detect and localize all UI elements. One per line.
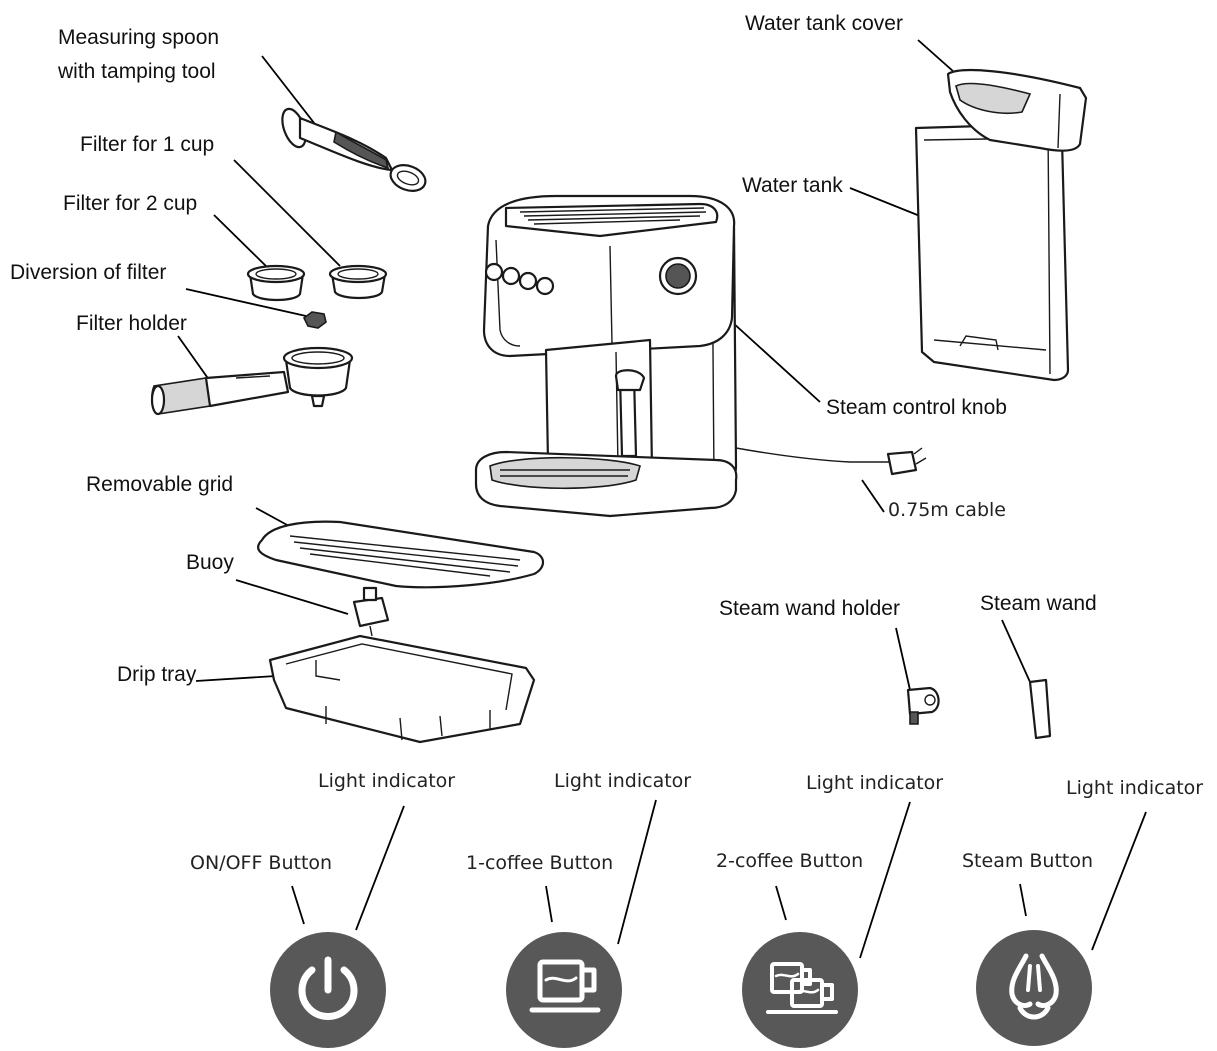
onoff-button-label: ON/OFF Button [190, 852, 332, 874]
double-cup-icon [766, 962, 838, 1014]
label-filter-2-cup: Filter for 2 cup [63, 192, 197, 215]
steam-button-label: Steam Button [962, 850, 1093, 872]
buoy [352, 586, 390, 637]
label-diversion-of-filter: Diversion of filter [10, 261, 166, 284]
label-drip-tray: Drip tray [117, 663, 197, 686]
two-coffee-button-label: 2-coffee Button [716, 850, 863, 872]
single-cup-icon [529, 959, 601, 1013]
water-tank [914, 122, 1070, 382]
removable-grid [257, 520, 545, 589]
filter-2-cup [246, 264, 306, 302]
label-steam-control-knob: Steam control knob [826, 396, 1007, 419]
two-coffee-button[interactable] [742, 932, 858, 1048]
label-measuring-spoon-line2: with tamping tool [57, 60, 216, 83]
label-water-tank: Water tank [742, 174, 843, 197]
steam-wand-holder [906, 686, 940, 725]
button-leader-lines [291, 799, 1147, 959]
onoff-button[interactable] [270, 932, 386, 1048]
label-measuring-spoon-line1: Measuring spoon [58, 26, 219, 49]
filter-holder [150, 346, 354, 416]
steam-button[interactable] [976, 930, 1092, 1046]
drip-tray [268, 634, 536, 744]
two-coffee-indicator-label: Light indicator [806, 772, 943, 794]
label-filter-holder: Filter holder [76, 312, 187, 335]
label-buoy: Buoy [186, 551, 234, 574]
label-removable-grid: Removable grid [86, 473, 233, 496]
one-coffee-button-label: 1-coffee Button [466, 852, 613, 874]
one-coffee-indicator-label: Light indicator [554, 770, 691, 792]
label-steam-wand: Steam wand [980, 592, 1097, 615]
filter-1-cup [328, 264, 388, 300]
one-coffee-button[interactable] [506, 932, 622, 1048]
power-icon [298, 956, 358, 1020]
steam-wand [1028, 678, 1052, 740]
label-water-tank-cover: Water tank cover [745, 12, 903, 35]
steam-icon [1009, 953, 1059, 1020]
steam-indicator-label: Light indicator [1066, 777, 1203, 799]
label-filter-1-cup: Filter for 1 cup [80, 133, 214, 156]
measuring-spoon [281, 107, 427, 192]
water-tank-cover [946, 68, 1088, 152]
diversion-of-filter [302, 311, 327, 329]
label-steam-wand-holder: Steam wand holder [719, 597, 900, 620]
coffee-machine-body [474, 194, 927, 518]
label-cable: 0.75m cable [888, 499, 1006, 521]
onoff-indicator-label: Light indicator [318, 770, 455, 792]
